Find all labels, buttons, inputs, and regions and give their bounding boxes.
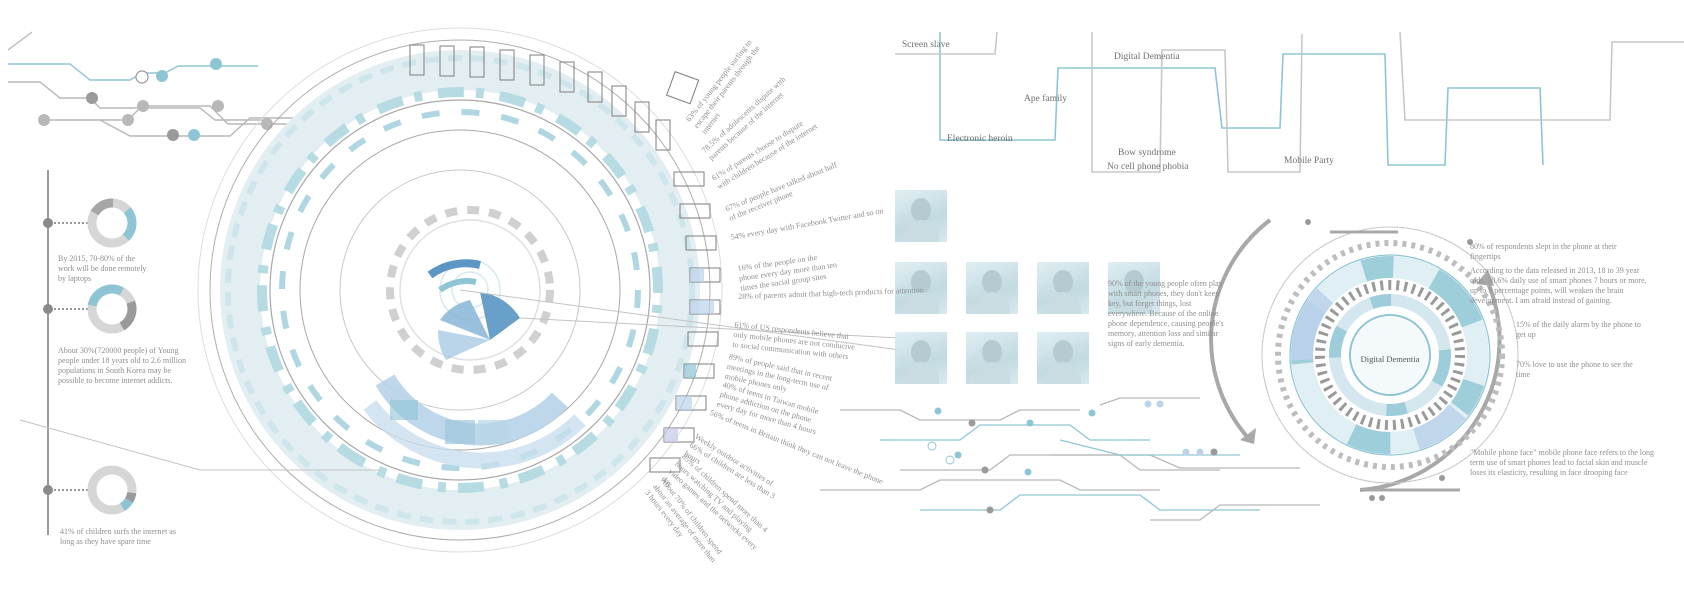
label-electronic-heroin: Electronic heroin <box>947 134 1013 144</box>
dial-center-label: Digital Dementia <box>1360 354 1420 364</box>
label-screen-slave: Screen slave <box>902 40 950 50</box>
label-no-cell-phone-phobia: No cell phone phobia <box>1107 162 1189 172</box>
circuit-top-left <box>7 31 300 137</box>
portrait-photo <box>1108 262 1160 314</box>
right-stat-1: 80% of respondents slept in the phone at… <box>1470 242 1617 261</box>
ring-pointer-lines <box>19 289 901 471</box>
right-dial <box>1209 218 1519 492</box>
left-stat-1: By 2015, 70-80% of the work will be done… <box>58 254 147 283</box>
label-mobile-party: Mobile Party <box>1284 156 1334 166</box>
donut-chart-3 <box>87 465 137 515</box>
left-timeline <box>43 170 88 535</box>
portrait-photo <box>895 190 947 242</box>
label-digital-dementia: Digital Dementia <box>1114 52 1180 62</box>
step-lines-top-right <box>895 31 1684 173</box>
donut-chart-1 <box>87 198 137 248</box>
right-stat-2: According to the data released in 2013, … <box>1470 266 1647 305</box>
ring-tick-fills <box>664 268 714 442</box>
portrait-photo <box>895 332 947 384</box>
right-stat-4: 70% love to use the phone to see the tim… <box>1516 360 1633 379</box>
portrait-photo <box>1037 262 1089 314</box>
label-bow-syndrome: Bow syndrome <box>1118 148 1176 158</box>
circuit-bottom-middle <box>820 397 1320 521</box>
portrait-photo <box>966 262 1018 314</box>
portrait-photo <box>966 332 1018 384</box>
right-stat-5: "Mobile phone face" mobile phone face re… <box>1470 448 1655 477</box>
left-stat-2: About 30%(720000 people) of Young people… <box>58 346 186 385</box>
circuit-nodes-bottom <box>927 400 1218 514</box>
left-stat-3: 41% of children surfs the internet as lo… <box>60 527 176 546</box>
right-dial-arrows <box>1240 219 1494 501</box>
blue-fan <box>363 259 586 469</box>
portrait-photo <box>895 262 947 314</box>
donut-chart-2 <box>87 284 137 334</box>
right-stat-3: 15% of the daily alarm by the phone to g… <box>1516 320 1641 339</box>
portrait-photo <box>1037 332 1089 384</box>
center-description: 90% of the young people often play with … <box>1108 279 1224 348</box>
radial-ring-main <box>197 27 723 553</box>
label-ape-family: Ape family <box>1024 94 1068 104</box>
